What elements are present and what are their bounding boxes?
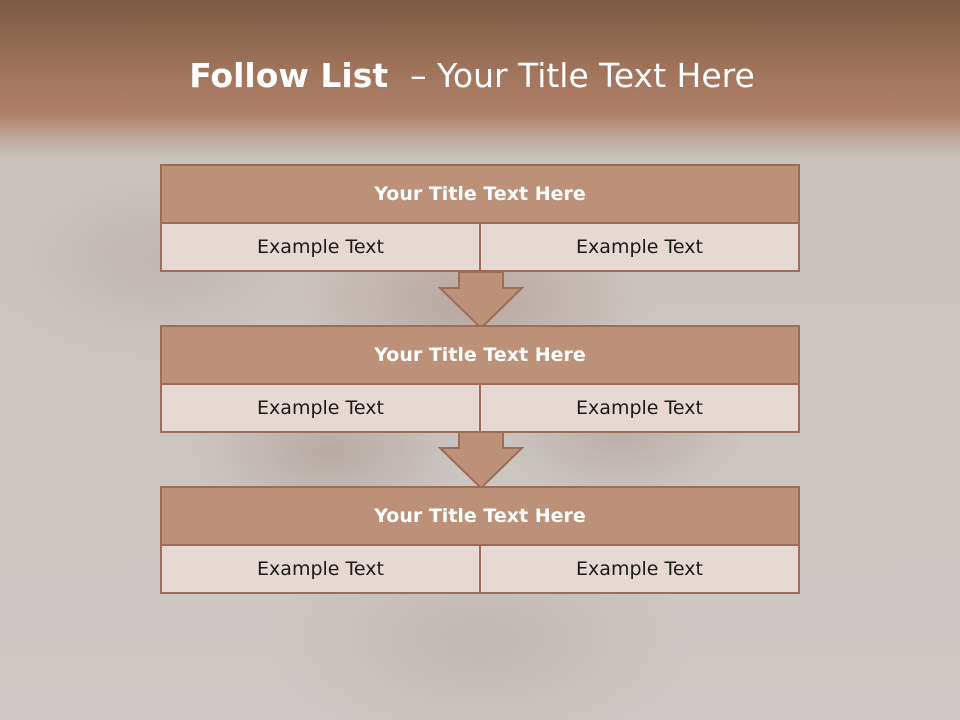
slide-title-separator: –	[410, 56, 427, 95]
down-arrow-icon	[438, 432, 524, 490]
step-cell-right: Example Text	[479, 385, 798, 431]
step-box-1: Your Title Text Here Example Text Exampl…	[160, 164, 800, 272]
step-box-2: Your Title Text Here Example Text Exampl…	[160, 325, 800, 433]
slide-title-bold: Follow List	[189, 56, 389, 95]
step-cell-left: Example Text	[162, 546, 479, 592]
step-row: Example Text Example Text	[162, 224, 798, 270]
slide-title: Follow List– Your Title Text Here	[0, 52, 944, 100]
step-row: Example Text Example Text	[162, 385, 798, 431]
step-title: Your Title Text Here	[162, 327, 798, 385]
title-band	[0, 0, 960, 160]
step-cell-left: Example Text	[162, 385, 479, 431]
step-cell-right: Example Text	[479, 546, 798, 592]
step-title: Your Title Text Here	[162, 488, 798, 546]
step-box-3: Your Title Text Here Example Text Exampl…	[160, 486, 800, 594]
step-title: Your Title Text Here	[162, 166, 798, 224]
slide-title-text: Your Title Text Here	[437, 56, 755, 95]
step-row: Example Text Example Text	[162, 546, 798, 592]
down-arrow-icon	[438, 272, 524, 330]
step-cell-left: Example Text	[162, 224, 479, 270]
step-cell-right: Example Text	[479, 224, 798, 270]
